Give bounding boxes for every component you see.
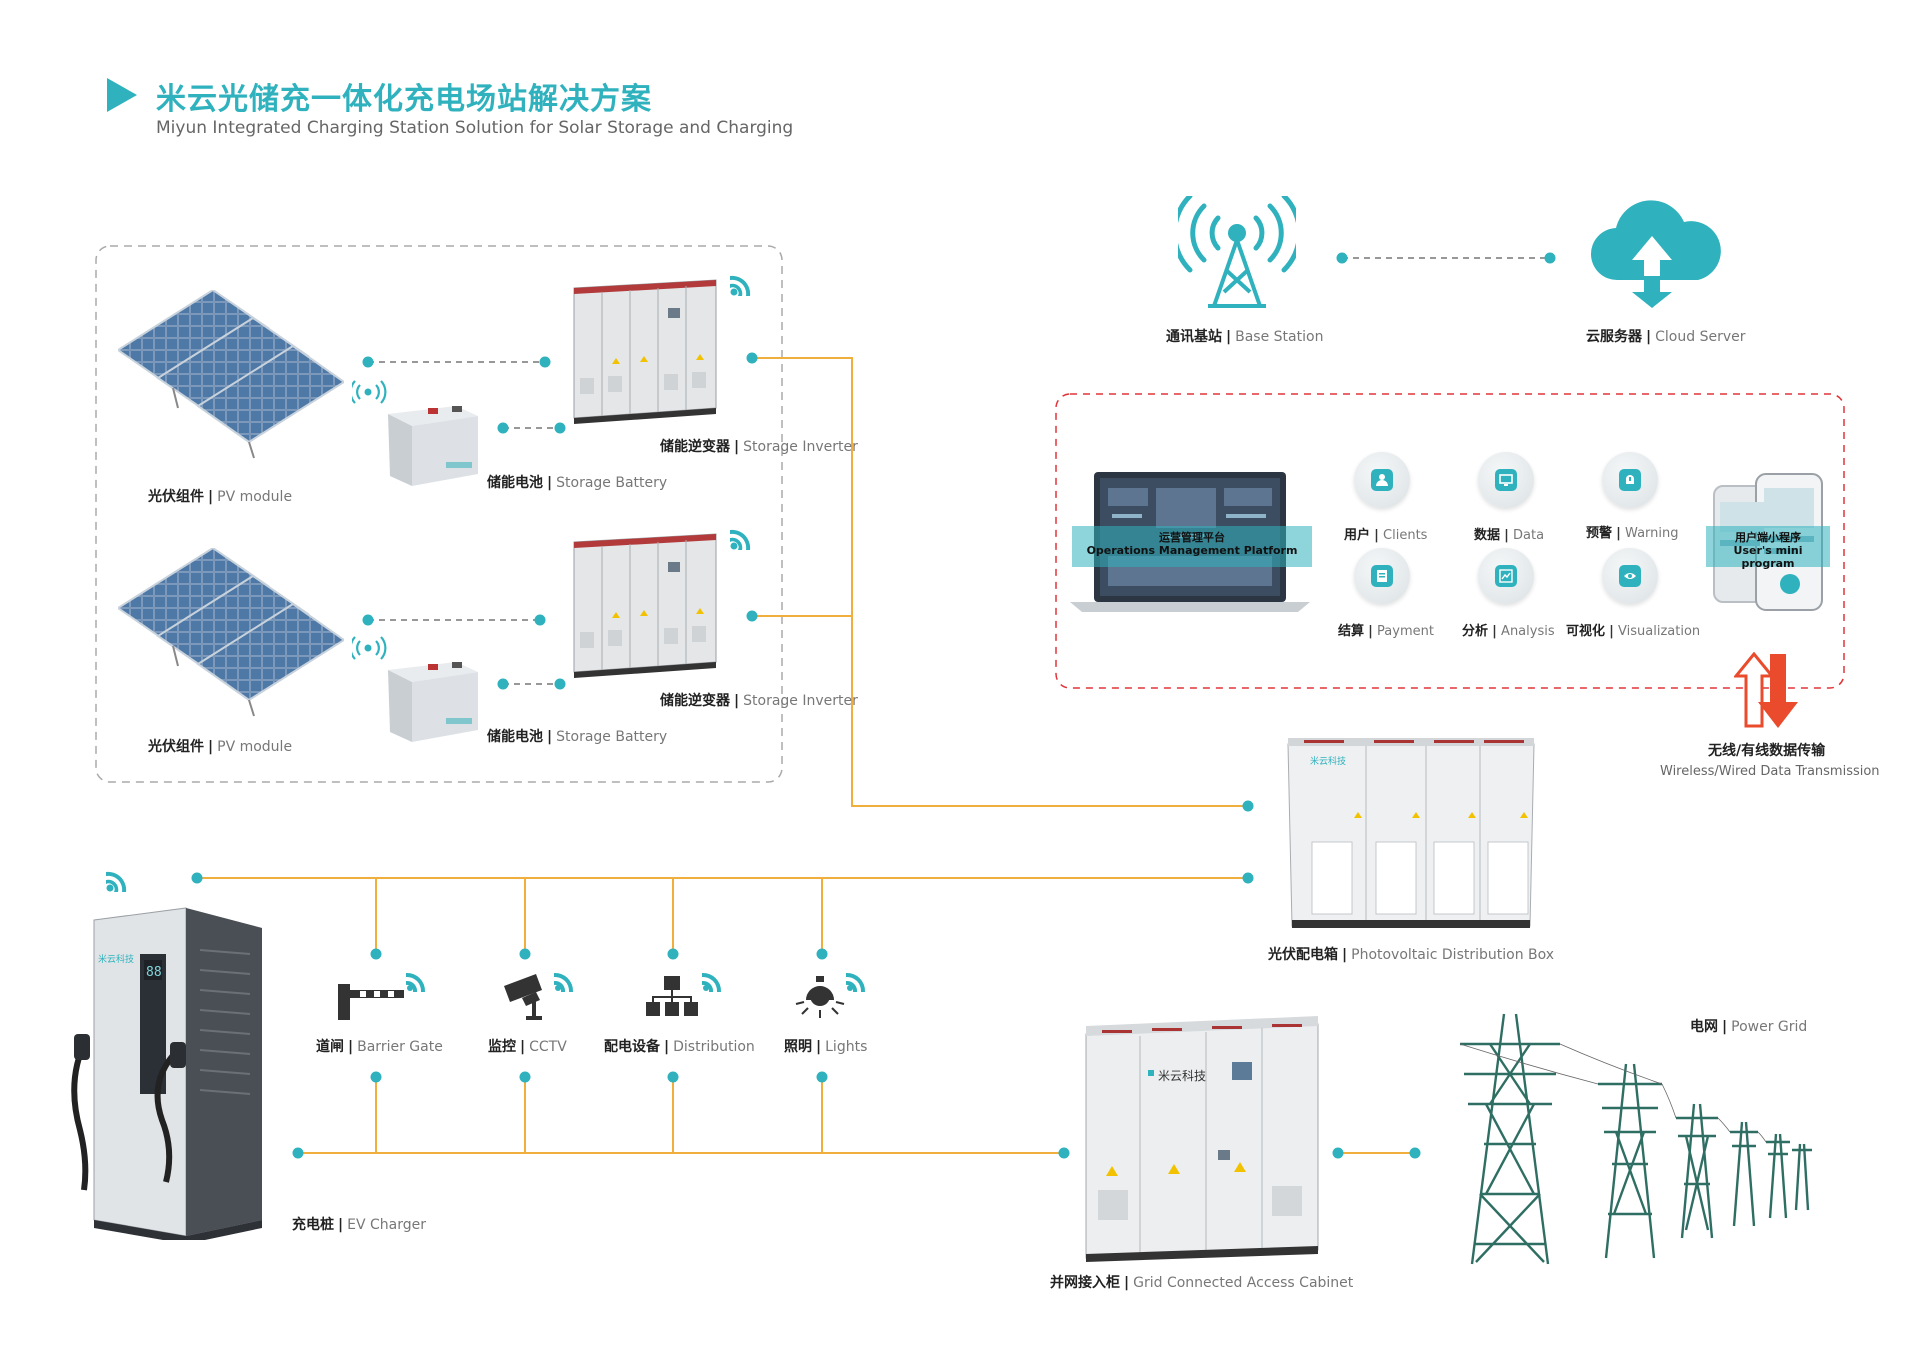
payment-button[interactable]	[1354, 548, 1410, 604]
user-icon	[1376, 474, 1388, 486]
wifi-icon	[730, 529, 751, 550]
grid-connected-cabinet: 米云科技	[1085, 1016, 1319, 1262]
wifi-icon	[730, 275, 751, 296]
cloud-server-label: 云服务器|Cloud Server	[1586, 329, 1746, 345]
ev-charger: 88 米云科技	[71, 907, 262, 1240]
ev-charger-label: 充电桩|EV Charger	[292, 1217, 426, 1233]
storage-inverter-1-label: 储能逆变器|Storage Inverter	[660, 439, 858, 455]
base-station-icon	[1178, 196, 1296, 308]
page-subtitle: Miyun Integrated Charging Station Soluti…	[156, 118, 794, 138]
distribution-label: 配电设备|Distribution	[604, 1039, 755, 1055]
wireless-signal-icon	[352, 380, 387, 404]
storage-battery-1	[352, 380, 478, 486]
pv-storage-frame	[95, 245, 783, 783]
power-grid-label: 电网|Power Grid	[1690, 1019, 1808, 1035]
warning-button[interactable]	[1602, 452, 1658, 508]
pv-distribution-box-label: 光伏配电箱|Photovoltaic Distribution Box	[1268, 947, 1555, 963]
pv-module-1	[118, 290, 344, 459]
transmission-label-cn: 无线/有线数据传输	[1708, 743, 1826, 759]
pv-distribution-box: 米云科技	[1287, 738, 1535, 928]
visualization-button[interactable]	[1602, 548, 1658, 604]
mini-program-banner: 用户端小程序 User's mini program	[1706, 526, 1830, 570]
grid-connected-cabinet-label: 并网接入柜|Grid Connected Access Cabinet	[1050, 1275, 1354, 1291]
lights-label: 照明|Lights	[784, 1039, 868, 1055]
power-grid-towers	[1459, 1013, 1812, 1265]
grid-cabinet-brand: 米云科技	[1158, 1069, 1206, 1083]
ev-charger-wifi	[106, 871, 127, 892]
barrier-gate-label: 道闸|Barrier Gate	[316, 1039, 443, 1055]
cctv-label: 监控|CCTV	[488, 1039, 567, 1055]
payment-icon	[1377, 570, 1387, 582]
pv-module-2	[118, 548, 344, 717]
storage-inverter-2-label: 储能逆变器|Storage Inverter	[660, 693, 858, 709]
pv-module-1-label: 光伏组件|PV module	[148, 489, 293, 505]
transmission-label-en: Wireless/Wired Data Transmission	[1660, 764, 1880, 779]
operations-platform-banner: 运营管理平台 Operations Management Platform	[1072, 526, 1312, 567]
charger-display: 88	[146, 965, 162, 980]
clients-label: 用户 | Clients	[1344, 528, 1428, 543]
data-button[interactable]	[1478, 452, 1534, 508]
data-label: 数据 | Data	[1474, 528, 1545, 543]
barrier-gate-icon	[338, 972, 426, 1020]
lights-icon	[795, 972, 866, 1018]
cloud-server-icon	[1590, 200, 1721, 308]
analysis-button[interactable]	[1478, 548, 1534, 604]
chart-icon	[1499, 569, 1513, 583]
page-title: 米云光储充一体化充电场站解决方案	[156, 82, 652, 117]
base-station-label: 通讯基站|Base Station	[1166, 329, 1324, 345]
alert-icon	[1626, 475, 1634, 484]
cctv-icon	[504, 972, 574, 1020]
ev-charger-brand: 米云科技	[98, 953, 134, 964]
wireless-signal-icon	[352, 636, 387, 660]
pv-box-brand: 米云科技	[1310, 755, 1346, 766]
storage-inverter-2	[573, 529, 751, 678]
visualization-label: 可视化 | Visualization	[1566, 624, 1701, 639]
pv-module-2-label: 光伏组件|PV module	[148, 739, 293, 755]
storage-battery-1-label: 储能电池|Storage Battery	[487, 475, 668, 491]
wifi-icon	[106, 871, 127, 892]
eye-icon	[1624, 573, 1636, 579]
monitor-icon	[1499, 474, 1513, 486]
storage-battery-2-label: 储能电池|Storage Battery	[487, 729, 668, 745]
distribution-icon	[646, 972, 722, 1016]
header-triangle-icon	[107, 78, 137, 112]
warning-label: 预警 | Warning	[1586, 526, 1679, 541]
clients-button[interactable]	[1354, 452, 1410, 508]
data-transmission-arrows-icon	[1734, 652, 1798, 728]
payment-label: 结算 | Payment	[1338, 624, 1434, 639]
analysis-label: 分析 | Analysis	[1462, 624, 1555, 639]
storage-battery-2	[352, 636, 478, 742]
storage-inverter-1	[573, 275, 751, 424]
platform-frame	[1055, 393, 1845, 689]
